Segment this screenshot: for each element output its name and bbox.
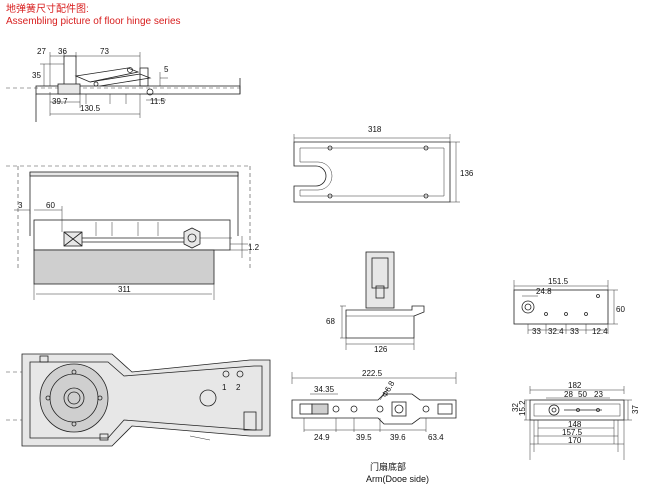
mark-2: 2 bbox=[236, 383, 241, 392]
dim-3: 3 bbox=[18, 201, 23, 210]
dim-32: 32 bbox=[511, 403, 520, 412]
dim-50: 50 bbox=[578, 390, 587, 399]
dim-15-2: 15.2 bbox=[518, 400, 527, 416]
view-bottom-strip bbox=[524, 386, 632, 460]
dim-12-4: 12.4 bbox=[592, 327, 608, 336]
section-dimensions: 3 60 1.2 311 bbox=[18, 201, 260, 294]
dim-157-5: 157.5 bbox=[562, 428, 583, 437]
view-bar-plate bbox=[513, 280, 618, 334]
view-section bbox=[6, 165, 251, 300]
dim-24-9: 24.9 bbox=[314, 433, 330, 442]
dim-24-8: 24.8 bbox=[536, 287, 552, 296]
dim-182: 182 bbox=[568, 381, 582, 390]
arm-dimensions: 222.5 34.35 Φ6.8 24.9 39.5 39.6 63.4 bbox=[314, 369, 444, 442]
dim-5: 5 bbox=[164, 65, 169, 74]
arm-caption-english: Arm(Dooe side) bbox=[366, 474, 429, 484]
arm-caption: 门扇底部 Arm(Dooe side) bbox=[366, 461, 429, 484]
cover-plate-dimensions: 318 136 bbox=[368, 125, 474, 178]
dim-130-5: 130.5 bbox=[80, 104, 101, 113]
dim-63-4: 63.4 bbox=[428, 433, 444, 442]
side-elevation-dimensions: 27 36 73 35 5 39.7 130.5 11.5 bbox=[32, 47, 169, 113]
dim-136: 136 bbox=[460, 169, 474, 178]
dim-23: 23 bbox=[594, 390, 603, 399]
dim-222-5: 222.5 bbox=[362, 369, 383, 378]
dim-60b: 60 bbox=[616, 305, 625, 314]
arm-caption-chinese: 门扇底部 bbox=[370, 461, 406, 472]
dim-27: 27 bbox=[37, 47, 46, 56]
view-cover-plate bbox=[293, 134, 460, 203]
dim-311: 311 bbox=[118, 285, 131, 294]
dim-34-35: 34.35 bbox=[314, 385, 335, 394]
title-english: Assembling picture of floor hinge series bbox=[6, 16, 181, 27]
title-chinese: 地弹簧尺寸配件图: bbox=[6, 4, 89, 15]
dim-148: 148 bbox=[568, 420, 582, 429]
pivot-bracket-dimensions: 68 126 bbox=[326, 317, 388, 354]
dim-68: 68 bbox=[326, 317, 335, 326]
dim-170: 170 bbox=[568, 436, 582, 445]
mark-1: 1 bbox=[222, 383, 227, 392]
body-plan-marks: 1 2 bbox=[222, 383, 241, 392]
dim-phi6-8: Φ6.8 bbox=[380, 379, 397, 399]
bottom-strip-dimensions: 182 28 50 23 32 15.2 37 148 157.5 170 bbox=[511, 381, 640, 445]
dim-33b: 33 bbox=[570, 327, 579, 336]
dim-1-2: 1.2 bbox=[248, 243, 260, 252]
dim-39-7: 39.7 bbox=[52, 97, 68, 106]
dim-33a: 33 bbox=[532, 327, 541, 336]
view-arm bbox=[291, 372, 457, 432]
view-pivot-bracket bbox=[340, 251, 425, 350]
dim-32-4: 32.4 bbox=[548, 327, 564, 336]
view-side-elevation bbox=[6, 52, 241, 122]
view-body-plan bbox=[6, 353, 271, 447]
dim-126: 126 bbox=[374, 345, 388, 354]
dim-28: 28 bbox=[564, 390, 573, 399]
dim-35: 35 bbox=[32, 71, 41, 80]
dim-11-5: 11.5 bbox=[150, 97, 166, 106]
dim-39-6: 39.6 bbox=[390, 433, 406, 442]
dim-36: 36 bbox=[58, 47, 67, 56]
dim-60a: 60 bbox=[46, 201, 55, 210]
dim-39-5: 39.5 bbox=[356, 433, 372, 442]
bar-plate-dimensions: 151.5 24.8 60 33 32.4 33 12.4 bbox=[532, 277, 625, 336]
dim-37: 37 bbox=[631, 405, 640, 414]
dim-151-5: 151.5 bbox=[548, 277, 569, 286]
dim-318: 318 bbox=[368, 125, 382, 134]
dim-73: 73 bbox=[100, 47, 109, 56]
